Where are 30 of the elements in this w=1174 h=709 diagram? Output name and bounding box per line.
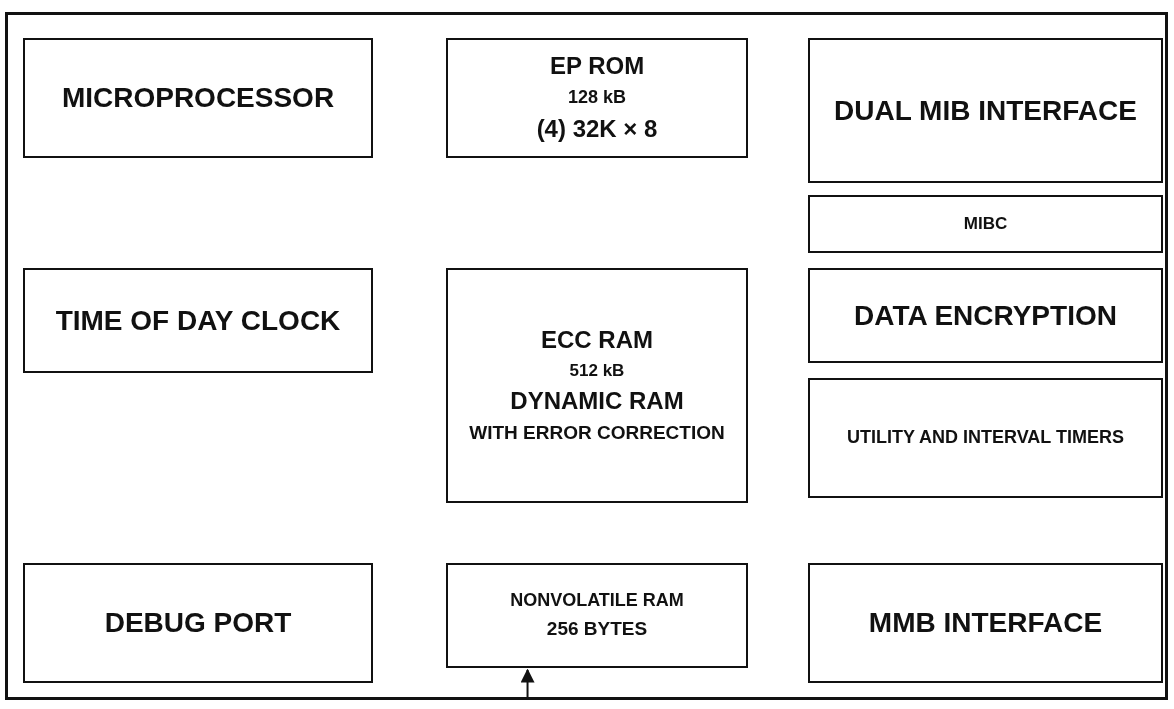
block-label: DUAL MIB INTERFACE	[834, 93, 1137, 128]
block-label: UTILITY AND INTERVAL TIMERS	[847, 427, 1124, 449]
interface-box	[808, 38, 1163, 183]
block-label: MIBC	[963, 213, 1008, 235]
arrow	[520, 668, 535, 701]
clock-box	[23, 268, 373, 373]
port-box	[23, 563, 373, 683]
memory-box	[446, 563, 748, 668]
block-label: 128 kB	[567, 87, 626, 109]
processor-box	[23, 38, 373, 158]
block-label: DATA ENCRYPTION	[854, 298, 1117, 333]
interface-box	[808, 563, 1163, 683]
block-label: (4) 32K × 8	[536, 114, 658, 144]
memory-box	[446, 268, 748, 503]
block-label: NONVOLATILE RAM	[510, 590, 684, 612]
block-label: WITH ERROR CORRECTION	[469, 422, 725, 445]
block-label: TIME OF DAY CLOCK	[55, 303, 341, 338]
block-label: MMB INTERFACE	[868, 606, 1103, 640]
block-label: ECC RAM	[541, 326, 653, 355]
timer-box	[808, 378, 1163, 498]
encryption-box	[808, 268, 1163, 363]
outer-frame	[5, 12, 1168, 700]
block-label: 256 BYTES	[546, 617, 648, 641]
block-label: DYNAMIC RAM	[510, 387, 684, 417]
block-label: MICROPROCESSOR	[61, 81, 335, 115]
memory-box	[446, 38, 748, 158]
block-label: 512 kB	[569, 360, 625, 382]
block-label: EP ROM	[549, 52, 645, 82]
block-label: DEBUG PORT	[104, 606, 292, 640]
controller-box	[808, 195, 1163, 253]
